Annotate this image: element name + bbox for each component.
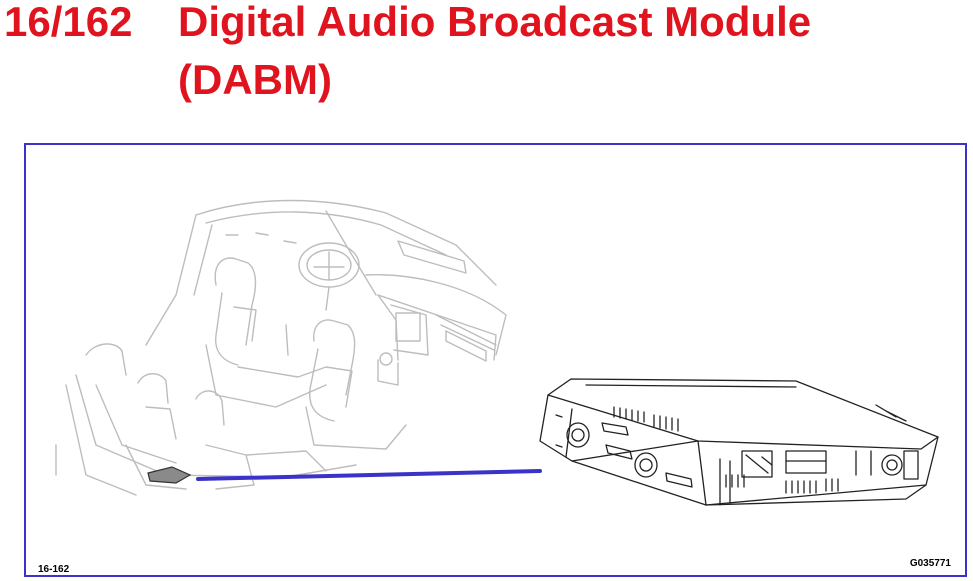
page-header: 16/162 Digital Audio Broadcast Module (D… [0,0,973,110]
leader-line [196,469,542,481]
dabm-unit-illustration [539,378,939,506]
section-number: 16/162 [4,0,133,45]
module-location-marker [147,466,192,484]
figure-reference: 16-162 [38,564,70,575]
page-title: Digital Audio Broadcast Module [178,0,812,45]
car-interior-illustration [55,199,507,496]
figure-frame: 16-162 G035771 [24,143,967,577]
page-title-abbreviation: (DABM) [178,56,332,103]
figure-illustration [55,199,939,506]
figure-image-code: G035771 [909,558,951,569]
